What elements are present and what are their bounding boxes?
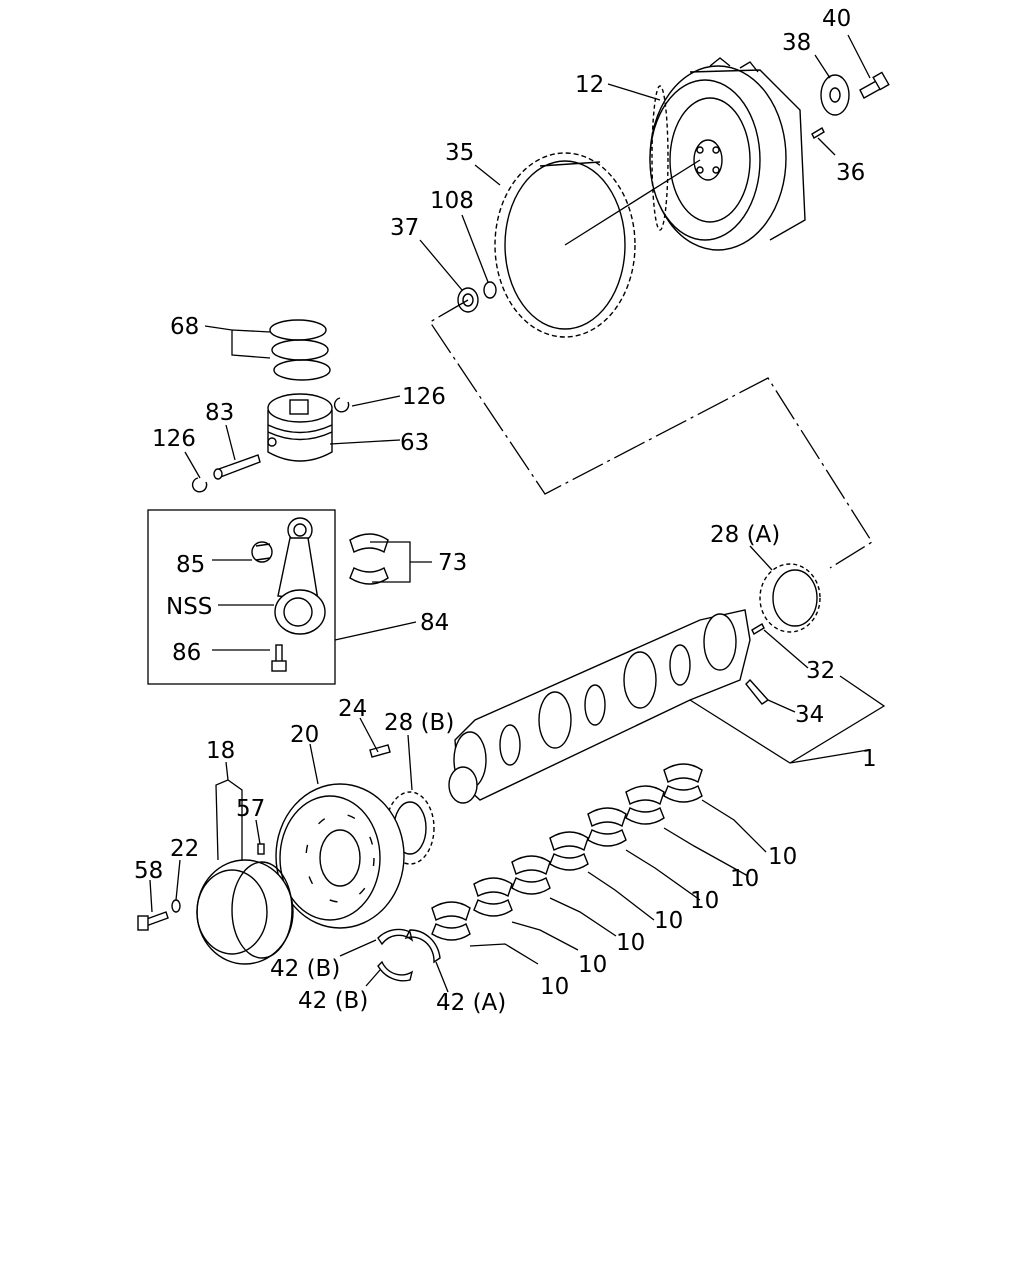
callout-10-7: 10 [540,974,569,1000]
connecting-rod-bolt[interactable] [271,644,287,672]
flywheel-center-line [564,159,701,246]
callout-10-4: 10 [654,908,683,934]
callout-73: 73 [438,550,467,576]
callout-12: 12 [575,72,604,98]
callout-42b-1: 42 (B) [270,956,340,982]
torsional-damper[interactable] [196,859,294,965]
callout-68: 68 [170,314,199,340]
callout-37: 37 [390,215,419,241]
thrust-washers[interactable] [377,928,441,982]
callout-10-6: 10 [578,952,607,978]
leader-lines [149,34,886,993]
crankshaft[interactable] [453,609,751,801]
callout-22: 22 [170,836,199,862]
key-32[interactable] [751,623,765,635]
rod-bearing-lower[interactable] [349,566,389,585]
piston-rings[interactable] [269,319,331,381]
callout-10-2: 10 [730,866,759,892]
pin-34[interactable] [745,678,770,705]
crankshaft-gear-a[interactable] [759,563,821,633]
callout-40: 40 [822,6,851,32]
callout-32: 32 [806,658,835,684]
circlip-lower[interactable] [191,477,208,493]
callout-84: 84 [420,610,449,636]
bolt-58[interactable] [137,911,169,931]
callout-126-lower: 126 [152,426,196,452]
circlip-upper[interactable] [333,397,350,413]
pin-57[interactable] [257,843,265,855]
bolt-24[interactable] [369,744,391,758]
callout-nss: NSS [166,594,212,620]
callout-108: 108 [430,188,474,214]
dowel-pin-36[interactable] [811,127,825,139]
callout-18: 18 [206,738,235,764]
connecting-rod[interactable] [274,517,326,635]
callout-28a: 28 (A) [710,522,780,548]
callout-36: 36 [836,160,865,186]
crankshaft-pulley[interactable] [275,783,405,929]
crankshaft-nose [448,766,478,804]
callout-83: 83 [205,400,234,426]
callout-63: 63 [400,430,429,456]
snap-ring[interactable] [483,281,497,299]
flywheel-ring-gear[interactable] [651,85,669,231]
connecting-rod-box [147,509,336,685]
washer-22[interactable] [171,899,181,913]
piston-pin[interactable] [213,454,261,480]
flywheel[interactable] [649,57,806,251]
callout-85: 85 [176,552,205,578]
callout-24: 24 [338,696,367,722]
callout-10-1: 10 [768,844,797,870]
flywheel-plate[interactable] [820,74,850,116]
callout-38: 38 [782,30,811,56]
flywheel-bolt[interactable] [859,71,890,99]
callout-35: 35 [445,140,474,166]
callout-28b: 28 (B) [384,710,454,736]
callout-42b-2: 42 (B) [298,988,368,1014]
assembly-chain-line [429,299,873,569]
small-end-bushing[interactable] [251,541,273,563]
callout-86: 86 [172,640,201,666]
piston[interactable] [267,393,333,462]
callout-57: 57 [236,796,265,822]
callout-1: 1 [862,746,877,772]
callout-58: 58 [134,858,163,884]
callout-10-3: 10 [690,888,719,914]
callout-10-5: 10 [616,930,645,956]
rod-bearing-upper[interactable] [349,533,389,554]
callout-20: 20 [290,722,319,748]
main-bearings[interactable] [431,763,703,941]
callout-126-upper: 126 [402,384,446,410]
callout-42a: 42 (A) [436,990,506,1016]
callout-34: 34 [795,702,824,728]
callout-labels: 40 38 12 36 35 108 37 68 126 83 126 63 8… [134,6,877,1016]
